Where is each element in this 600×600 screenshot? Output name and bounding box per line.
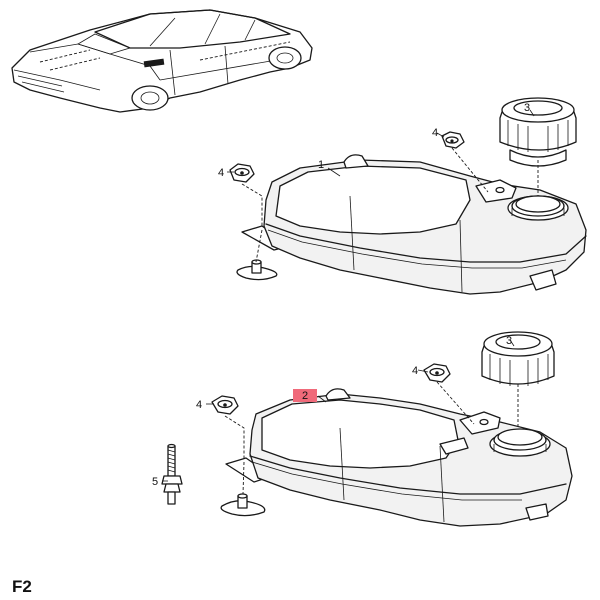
- callout-4-lower-left: 4: [196, 399, 202, 411]
- hex-nut-lower-left: [211, 395, 239, 415]
- expansion-tank-upper: [263, 154, 587, 295]
- stud-bolt: [161, 443, 183, 505]
- upper-assembly: [227, 97, 587, 295]
- expansion-tank-lower: [249, 388, 573, 527]
- car-illustration: [11, 9, 313, 113]
- callout-5: 5: [152, 476, 158, 488]
- callout-4-upper-right: 4: [432, 127, 438, 139]
- filler-cap-lower: [481, 331, 555, 386]
- lower-assembly: [161, 331, 573, 527]
- rubber-mount-upper: [236, 259, 278, 281]
- callout-4-lower-right: 4: [412, 365, 418, 377]
- section-code: F2: [12, 577, 32, 596]
- hex-nut-lower-right: [423, 363, 451, 383]
- rubber-mount-lower: [220, 493, 266, 517]
- callout-3-lower: 3: [506, 335, 512, 347]
- filler-cap-upper: [499, 97, 577, 167]
- callout-2: 2: [302, 390, 308, 402]
- hex-nut-upper-left: [229, 163, 255, 183]
- callout-2-highlight: [293, 389, 317, 402]
- callout-4-upper-left: 4: [218, 167, 224, 179]
- callout-3-upper: 3: [524, 102, 530, 114]
- hex-nut-upper-right: [441, 131, 465, 149]
- callout-1: 1: [318, 159, 324, 171]
